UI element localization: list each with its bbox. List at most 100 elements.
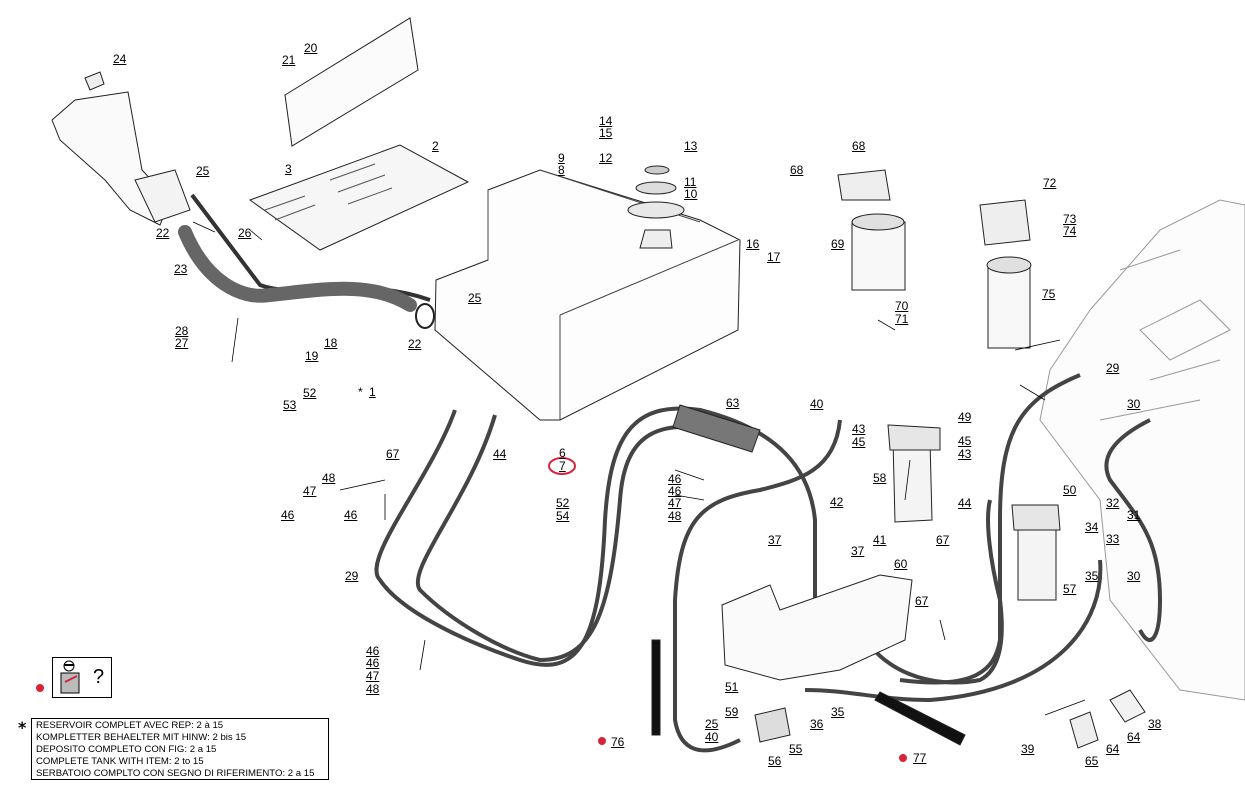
callout-51[interactable]: 51 [725,680,739,694]
callout-56[interactable]: 56 [768,754,782,768]
callout-20[interactable]: 20 [304,41,318,55]
callout-42[interactable]: 42 [830,495,844,509]
callout-17[interactable]: 17 [767,250,781,264]
callout-30[interactable]: 30 [1127,397,1141,411]
callout-10[interactable]: 10 [684,187,698,201]
callout-46d[interactable]: 46 [366,656,380,670]
callout-19[interactable]: 19 [305,349,319,363]
callout-15[interactable]: 15 [599,126,613,140]
callout-25b[interactable]: 25 [468,291,482,305]
callout-29b[interactable]: 29 [1106,361,1120,375]
callout-48[interactable]: 48 [322,471,336,485]
callout-47[interactable]: 47 [303,484,317,498]
callout-24[interactable]: 24 [113,52,127,66]
callout-41[interactable]: 41 [873,533,887,547]
callout-46c[interactable]: 46 [366,644,380,658]
callout-67[interactable]: 67 [386,447,400,461]
callout-53[interactable]: 53 [283,398,297,412]
callout-60[interactable]: 60 [894,557,908,571]
callout-3[interactable]: 3 [285,162,292,176]
callout-35b[interactable]: 35 [831,705,845,719]
callout-46e[interactable]: 46 [668,472,682,486]
callout-67c[interactable]: 67 [915,594,929,608]
callout-44b[interactable]: 44 [958,496,972,510]
callout-47b[interactable]: 47 [366,669,380,683]
callout-72[interactable]: 72 [1043,176,1057,190]
callout-63[interactable]: 63 [726,396,740,410]
callout-7[interactable]: 7 [559,459,566,473]
callout-6[interactable]: 6 [559,446,566,460]
callout-64[interactable]: 64 [1127,730,1141,744]
callout-25c[interactable]: 25 [705,717,719,731]
callout-37[interactable]: 37 [768,533,782,547]
callout-46b[interactable]: 46 [344,508,358,522]
callout-68[interactable]: 68 [852,139,866,153]
callout-55[interactable]: 55 [789,742,803,756]
callout-74[interactable]: 74 [1063,224,1077,238]
callout-59[interactable]: 59 [725,705,739,719]
callout-37b[interactable]: 37 [851,544,865,558]
callout-47c[interactable]: 47 [668,496,682,510]
callout-29[interactable]: 29 [345,569,359,583]
callout-11[interactable]: 11 [684,175,697,189]
callout-14[interactable]: 14 [599,114,613,128]
callout-40[interactable]: 40 [810,397,824,411]
callout-39[interactable]: 39 [1021,742,1035,756]
callout-50[interactable]: 50 [1063,483,1077,497]
callout-13[interactable]: 13 [684,139,698,153]
callout-23[interactable]: 23 [174,262,188,276]
help-box[interactable]: ? [52,657,112,698]
callout-77[interactable]: 77 [913,751,927,765]
callout-44[interactable]: 44 [493,447,507,461]
callout-46f[interactable]: 46 [668,484,682,498]
callout-38[interactable]: 38 [1148,717,1162,731]
callout-34[interactable]: 34 [1085,520,1099,534]
callout-31[interactable]: 31 [1127,508,1141,522]
callout-45[interactable]: 45 [852,435,866,449]
callout-2[interactable]: 2 [432,139,439,153]
legend-star: * [18,718,27,737]
callout-54[interactable]: 54 [556,509,570,523]
callout-67b[interactable]: 67 [936,533,950,547]
callout-68b[interactable]: 68 [790,163,804,177]
callout-58[interactable]: 58 [873,471,887,485]
filter-57 [1011,504,1061,601]
callout-27[interactable]: 27 [175,336,189,350]
callout-32[interactable]: 32 [1106,496,1120,510]
callout-26[interactable]: 26 [238,226,252,240]
callout-46[interactable]: 46 [281,508,295,522]
callout-70[interactable]: 70 [895,299,909,313]
callout-49[interactable]: 49 [958,410,972,424]
callout-76[interactable]: 76 [611,735,625,749]
callout-1[interactable]: 1 [369,385,376,399]
callout-48b[interactable]: 48 [366,682,380,696]
callout-12[interactable]: 12 [599,151,613,165]
callout-33[interactable]: 33 [1106,532,1120,546]
callout-8[interactable]: 8 [558,163,565,177]
callout-65[interactable]: 65 [1085,754,1099,768]
callout-69[interactable]: 69 [831,237,845,251]
callout-64b[interactable]: 64 [1106,742,1120,756]
callout-22[interactable]: 22 [156,226,170,240]
callout-57[interactable]: 57 [1063,582,1077,596]
callout-48c[interactable]: 48 [668,509,682,523]
callout-43[interactable]: 43 [852,422,866,436]
callout-75[interactable]: 75 [1042,287,1056,301]
callout-18[interactable]: 18 [324,336,338,350]
callout-21[interactable]: 21 [282,53,296,67]
callout-43b[interactable]: 43 [958,447,972,461]
callout-30b[interactable]: 30 [1127,569,1141,583]
callout-52[interactable]: 52 [303,386,317,400]
callout-25[interactable]: 25 [196,164,210,178]
callout-52b[interactable]: 52 [556,496,570,510]
callout-71[interactable]: 71 [895,312,909,326]
callout-28[interactable]: 28 [175,324,189,338]
callout-9[interactable]: 9 [558,151,565,165]
callout-73[interactable]: 73 [1063,212,1077,226]
callout-36[interactable]: 36 [810,717,824,731]
callout-35[interactable]: 35 [1085,569,1099,583]
callout-45b[interactable]: 45 [958,434,972,448]
callout-16[interactable]: 16 [746,237,760,251]
callout-22b[interactable]: 22 [408,337,422,351]
callout-40b[interactable]: 40 [705,730,719,744]
